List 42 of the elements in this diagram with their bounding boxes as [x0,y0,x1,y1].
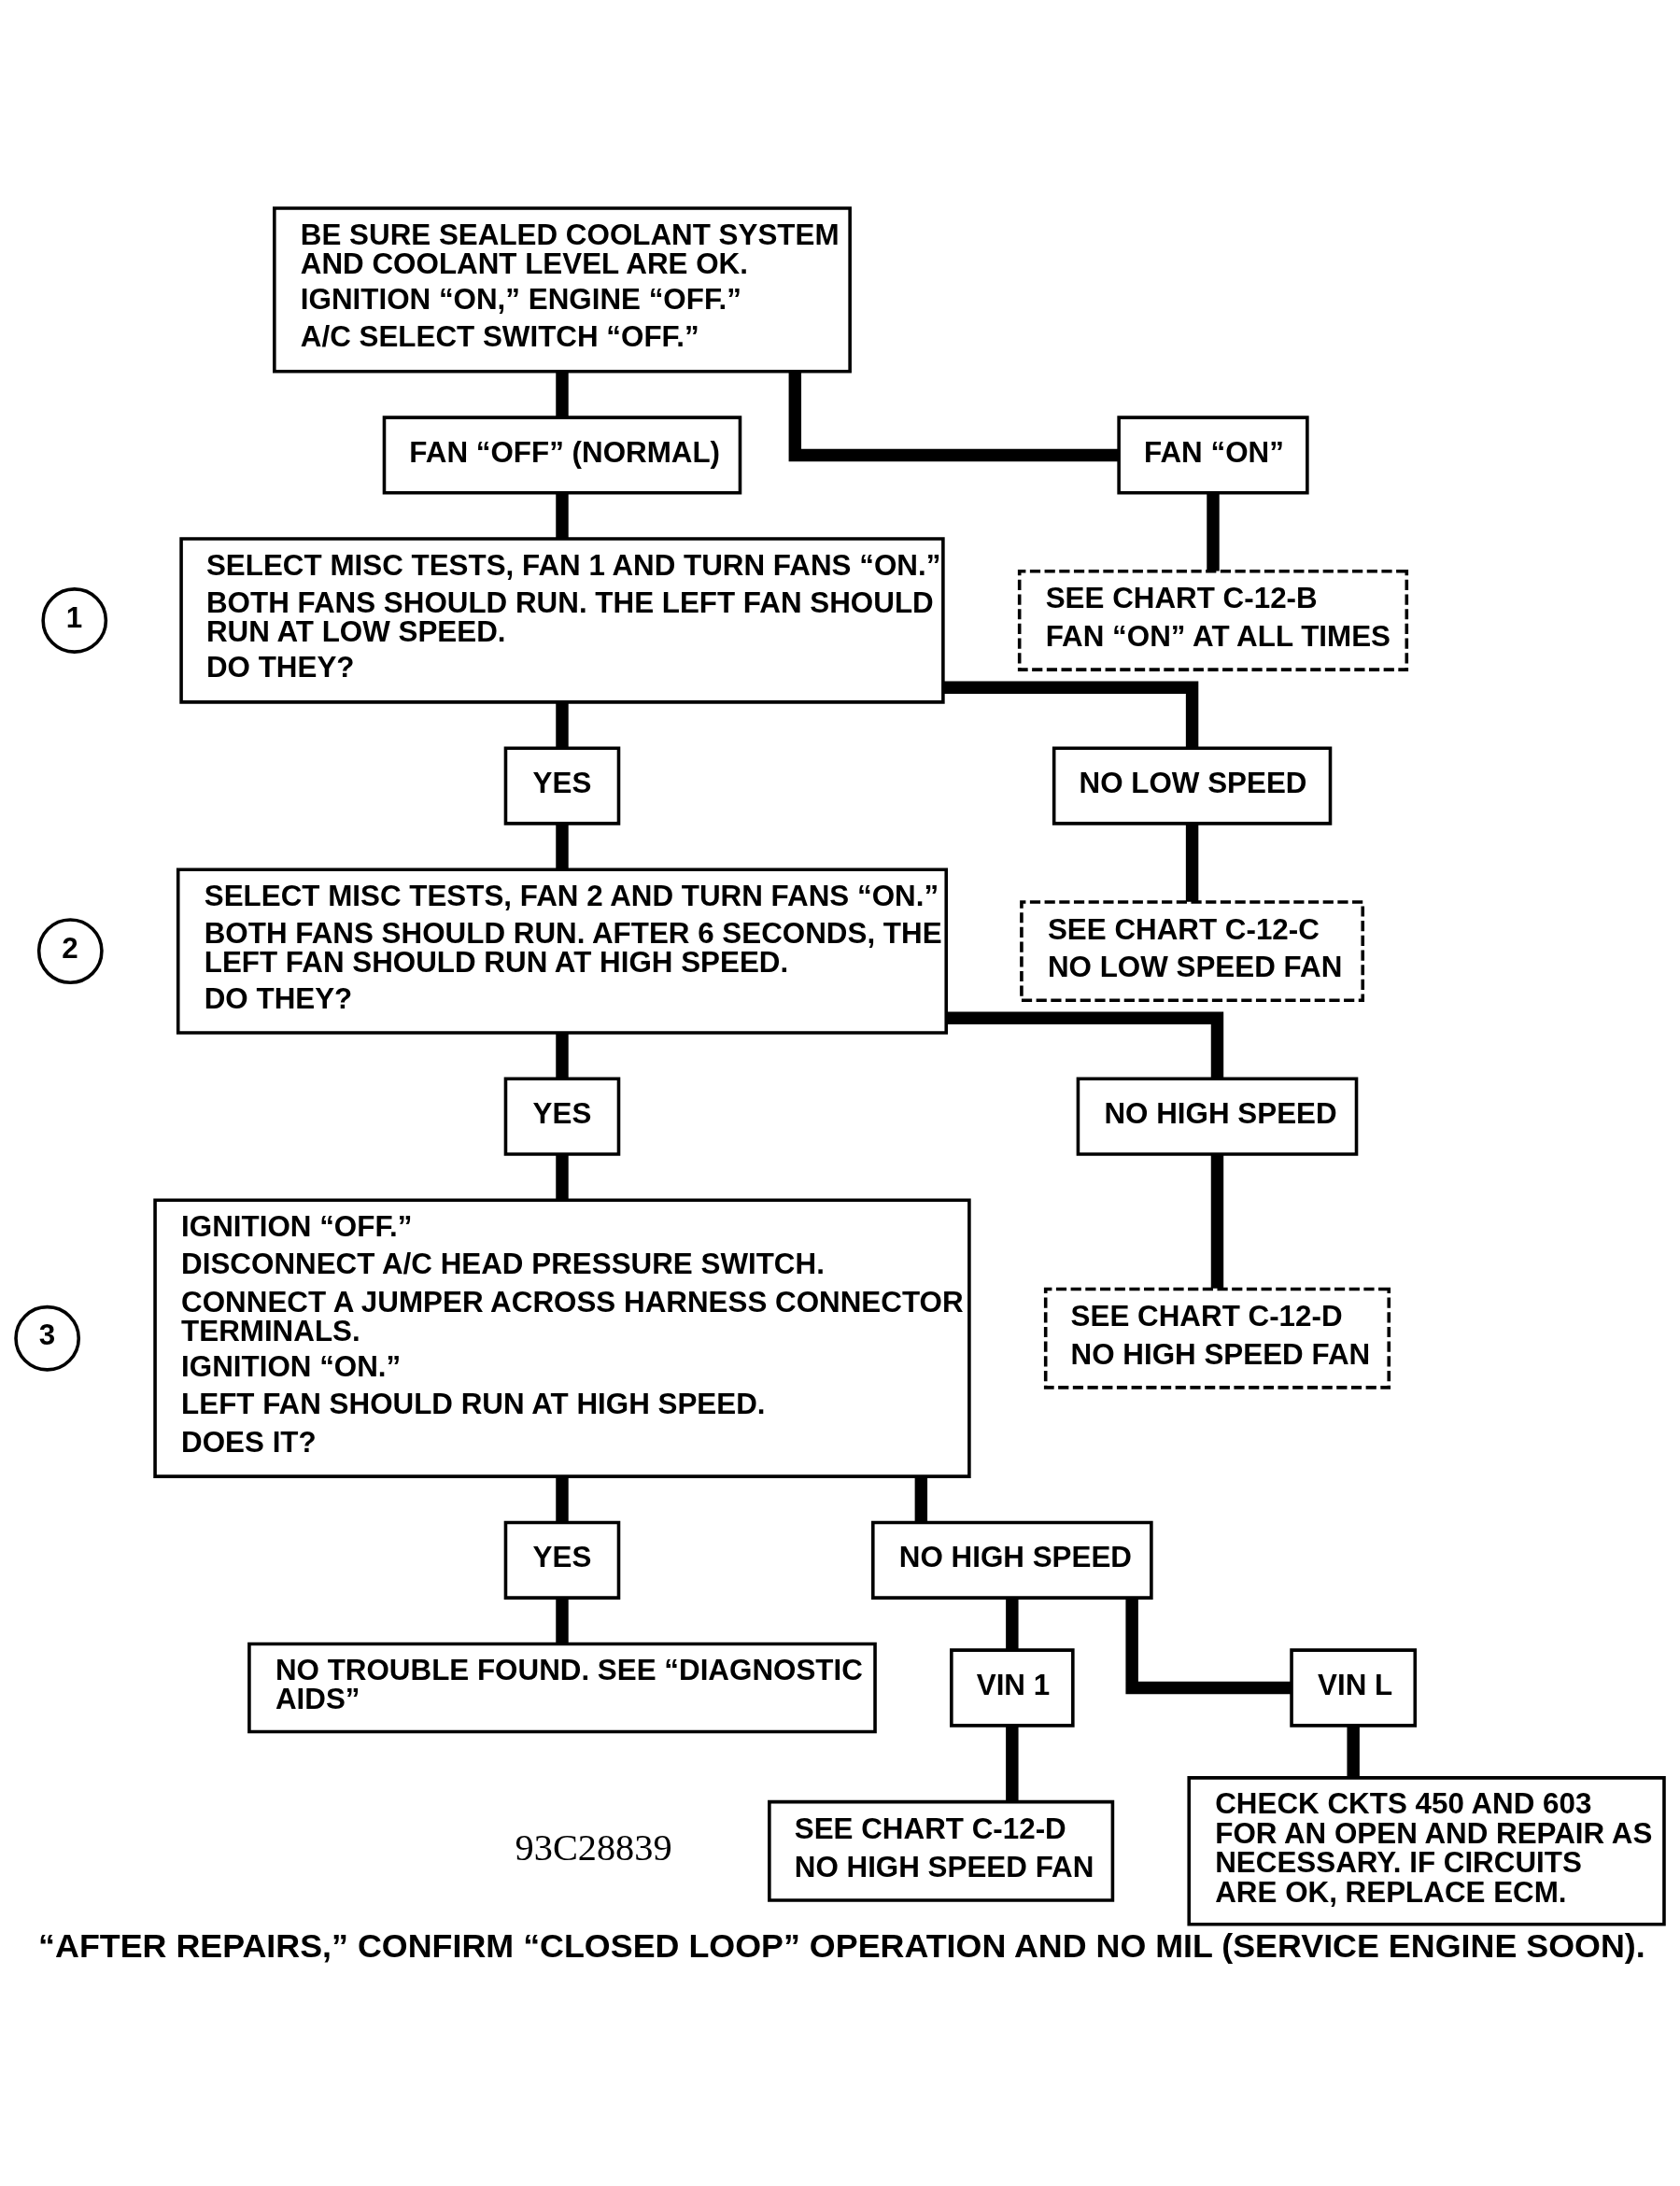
node-box: SEE CHART C-12-B FAN “ON” AT ALL TIMES [1017,569,1409,671]
node-box: SEE CHART C-12-D NO HIGH SPEED FAN [768,1799,1115,1902]
node-box: FAN “OFF” (NORMAL) [382,415,742,495]
node-box: NO TROUBLE FOUND. SEE “DIAGNOSTIC AIDS” [247,1642,877,1733]
node-box: BE SURE SEALED COOLANT SYSTEM AND COOLANT LEVEL ARE OK. IGNITION “ON,” ENGINE “OFF.” A/C SELECT SWITCH “OFF.” [273,205,852,374]
node-box: FAN “ON” [1117,415,1309,495]
node-box: NO HIGH SPEED [1076,1077,1359,1156]
node-circle: 1 [41,586,108,654]
connector [1207,493,1220,571]
node-box: SEE CHART C-12-D NO HIGH SPEED FAN [1043,1287,1391,1389]
node-box: CHECK CKTS 450 AND 603 FOR AN OPEN AND REPAIR AS NECESSARY. IF CIRCUITS ARE OK, REPLACE ECM. [1187,1775,1666,1926]
connector [1006,1725,1019,1801]
node-box: YES [503,1077,621,1156]
connector [1185,824,1199,902]
node-box: VIN 1 [950,1647,1075,1728]
connector [556,1032,569,1079]
label: 93C28839 [515,1826,672,1869]
connector [556,1598,569,1643]
connector [1006,1598,1019,1649]
node-box: SEE CHART C-12-C NO LOW SPEED FAN [1020,899,1365,1002]
connector [1347,1725,1360,1777]
node-box: SELECT MISC TESTS, FAN 2 AND TURN FANS “ON.” BOTH FANS SHOULD RUN. AFTER 6 SECONDS, THE LEFT FAN SHOULD RUN AT HIGH SPEED. DO THEY? [176,867,949,1035]
node-box: YES [503,745,621,825]
connector [556,493,569,539]
node-box: VIN L [1290,1647,1418,1728]
connector [556,824,569,869]
connector [556,1476,569,1522]
connector [556,701,569,748]
connector [556,1154,569,1199]
connector [1210,1154,1224,1289]
node-box: NO LOW SPEED [1052,745,1333,825]
node-box: YES [503,1520,621,1600]
node-box: NO HIGH SPEED [871,1520,1153,1600]
connector [1125,1598,1292,1694]
node-circle: 3 [14,1305,81,1372]
caption: “AFTER REPAIRS,” CONFIRM “CLOSED LOOP” OPERATION AND NO MIL (SERVICE ENGINE SOON). [38,1926,1645,1965]
node-circle: 2 [36,917,104,984]
connector [556,371,569,417]
node-box: SELECT MISC TESTS, FAN 1 AND TURN FANS “ON.” BOTH FANS SHOULD RUN. THE LEFT FAN SHOULD RUN AT LOW SPEED. DO THEY? [179,536,945,704]
connector [788,371,1119,461]
connector [914,1476,928,1522]
node-box: IGNITION “OFF.” DISCONNECT A/C HEAD PRESSURE SWITCH. CONNECT A JUMPER ACROSS HARNESS CONNECTOR TERMINALS. IGNITION “ON.” LEFT FAN SHOULD RUN AT HIGH SPEED. DOES IT? [153,1198,971,1478]
